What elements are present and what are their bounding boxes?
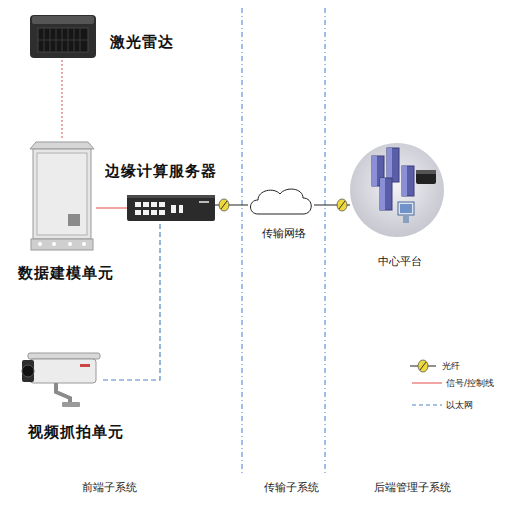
connector-line bbox=[61, 60, 62, 140]
legend-text: 信号/控制线 bbox=[446, 376, 494, 390]
server-logo bbox=[199, 201, 209, 203]
illustration-part bbox=[402, 166, 407, 196]
lidar-illustration bbox=[28, 12, 98, 60]
cloud-illustration bbox=[248, 186, 314, 218]
cabinet-illustration bbox=[28, 140, 96, 252]
illustration-part bbox=[159, 202, 165, 207]
connector-layer bbox=[62, 60, 350, 380]
edge-server: 边缘计算服务器 bbox=[127, 195, 215, 221]
node-label: 传输网络 bbox=[262, 226, 306, 241]
illustration-part bbox=[387, 148, 392, 182]
illustration-part bbox=[143, 210, 149, 215]
lidar-device: 激光雷达 bbox=[28, 12, 98, 60]
cabinet-foot bbox=[38, 242, 42, 246]
server-ports bbox=[135, 202, 183, 215]
camera-shield bbox=[28, 353, 100, 359]
cabinet-foot bbox=[52, 242, 56, 246]
illustration-part bbox=[179, 205, 183, 213]
camera-device: 视频抓拍单元 bbox=[18, 350, 103, 408]
illustration-part bbox=[151, 202, 157, 207]
camera-mount bbox=[56, 383, 70, 404]
legend-sample bbox=[408, 359, 438, 373]
monitor-stand bbox=[403, 215, 409, 223]
legend-sample bbox=[412, 376, 442, 390]
cabinet-foot bbox=[68, 242, 72, 246]
lidar-grille bbox=[38, 28, 88, 52]
camera-illustration bbox=[18, 350, 103, 408]
node-label: 中心平台 bbox=[378, 254, 422, 269]
server-top bbox=[127, 195, 215, 198]
illustration-part bbox=[171, 205, 176, 213]
fiber-mark bbox=[221, 201, 227, 209]
subsystem-divider bbox=[242, 8, 325, 476]
illustration-part bbox=[387, 148, 399, 182]
platform-disc bbox=[350, 143, 444, 237]
connector-line bbox=[96, 207, 127, 208]
subsystem-label: 前端子系统 bbox=[82, 480, 137, 495]
illustration-part bbox=[151, 210, 157, 215]
illustration-part bbox=[135, 210, 141, 215]
cloud-outline bbox=[251, 189, 312, 214]
fiber-ring bbox=[337, 199, 347, 211]
cabinet-base bbox=[31, 239, 93, 250]
legend-sample bbox=[412, 398, 442, 412]
fiber-mark bbox=[339, 201, 345, 209]
storage-box-top bbox=[416, 170, 436, 174]
camera-front bbox=[22, 360, 34, 382]
divider-line bbox=[242, 8, 243, 476]
monitor bbox=[398, 202, 414, 215]
camera-base bbox=[62, 402, 80, 407]
node-label: 视频抓拍单元 bbox=[28, 423, 124, 442]
fiber-ring bbox=[219, 199, 229, 211]
cabinet-roof bbox=[30, 142, 94, 149]
node-label: 边缘计算服务器 bbox=[105, 162, 217, 181]
subsystem-label: 传输子系统 bbox=[264, 480, 319, 495]
fiber-ring bbox=[418, 360, 428, 372]
cabinet-vent bbox=[68, 214, 80, 226]
subsystem-label: 后端管理子系统 bbox=[374, 480, 451, 495]
center-platform: 中心平台 bbox=[350, 140, 445, 240]
monitor-screen bbox=[400, 204, 412, 213]
divider-line bbox=[325, 8, 326, 476]
camera-logo bbox=[80, 364, 90, 367]
illustration-part bbox=[372, 156, 377, 186]
lidar-top bbox=[32, 16, 94, 24]
node-label: 数据建模单元 bbox=[18, 264, 114, 283]
legend-line bbox=[412, 382, 442, 383]
camera-housing bbox=[30, 359, 96, 383]
server-case bbox=[127, 195, 215, 221]
modeling-cabinet: 数据建模单元 bbox=[28, 140, 96, 252]
legend-text: 光纤 bbox=[442, 359, 460, 373]
fiber-symbol bbox=[337, 199, 347, 211]
connector-line bbox=[103, 221, 160, 380]
storage-box bbox=[416, 170, 436, 184]
illustration-part bbox=[402, 166, 414, 196]
platform-illustration bbox=[350, 140, 445, 240]
illustration-part bbox=[380, 178, 392, 210]
server-tower bbox=[372, 148, 414, 210]
illustration-part bbox=[159, 210, 165, 215]
illustration-part bbox=[380, 178, 385, 210]
legend-text: 以太网 bbox=[446, 398, 473, 412]
lidar-window bbox=[38, 28, 88, 52]
cabinet-body bbox=[33, 149, 91, 239]
illustration-part bbox=[135, 202, 141, 207]
fiber-mark bbox=[420, 362, 426, 370]
node-label: 激光雷达 bbox=[110, 33, 174, 52]
cabinet-foot bbox=[82, 242, 86, 246]
illustration-part bbox=[143, 202, 149, 207]
fiber-symbol bbox=[219, 199, 229, 211]
legend-line bbox=[412, 404, 442, 405]
network-cloud: 传输网络 bbox=[248, 186, 314, 218]
lidar-body bbox=[30, 15, 96, 58]
cabinet-door bbox=[37, 153, 87, 235]
server-illustration bbox=[127, 195, 215, 221]
camera-lens bbox=[22, 365, 34, 377]
